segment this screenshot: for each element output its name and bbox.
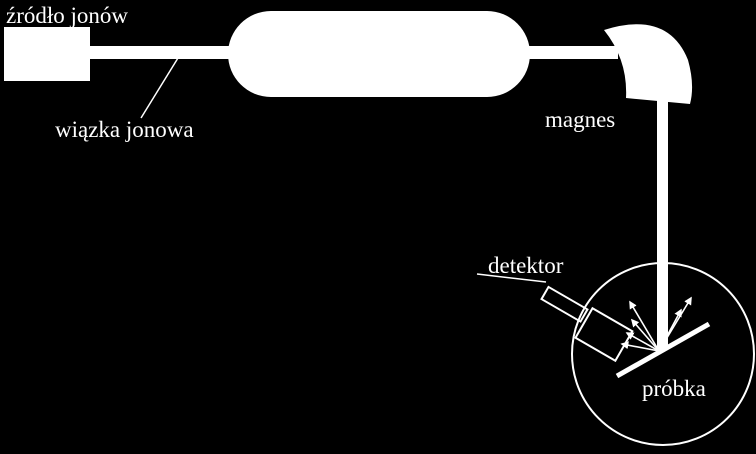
ion-source-box: [4, 27, 90, 81]
accelerator-capsule: [228, 11, 530, 97]
detector-tube: [540, 285, 589, 323]
scatter-arrow: [630, 318, 660, 352]
ion-beam-leader-line: [140, 57, 179, 119]
detector-label: detektor: [488, 253, 564, 278]
detector-leader-line: [476, 273, 547, 283]
scatter-arrow: [658, 308, 682, 352]
ion-source-label: źródło jonów: [6, 3, 128, 28]
target-chamber: [571, 262, 755, 446]
magnet-shape: [604, 24, 693, 104]
ion-beam-label: wiązka jonowa: [55, 117, 194, 142]
ion-beam-vertical: [657, 100, 668, 350]
sample-label: próbka: [642, 376, 706, 401]
scattered-ions: [620, 296, 692, 352]
sample-plate: [615, 321, 711, 379]
magnet-label: magnes: [545, 107, 615, 132]
scatter-arrow: [629, 300, 660, 352]
scatter-arrow: [625, 332, 660, 352]
scatter-arrow: [620, 341, 660, 352]
